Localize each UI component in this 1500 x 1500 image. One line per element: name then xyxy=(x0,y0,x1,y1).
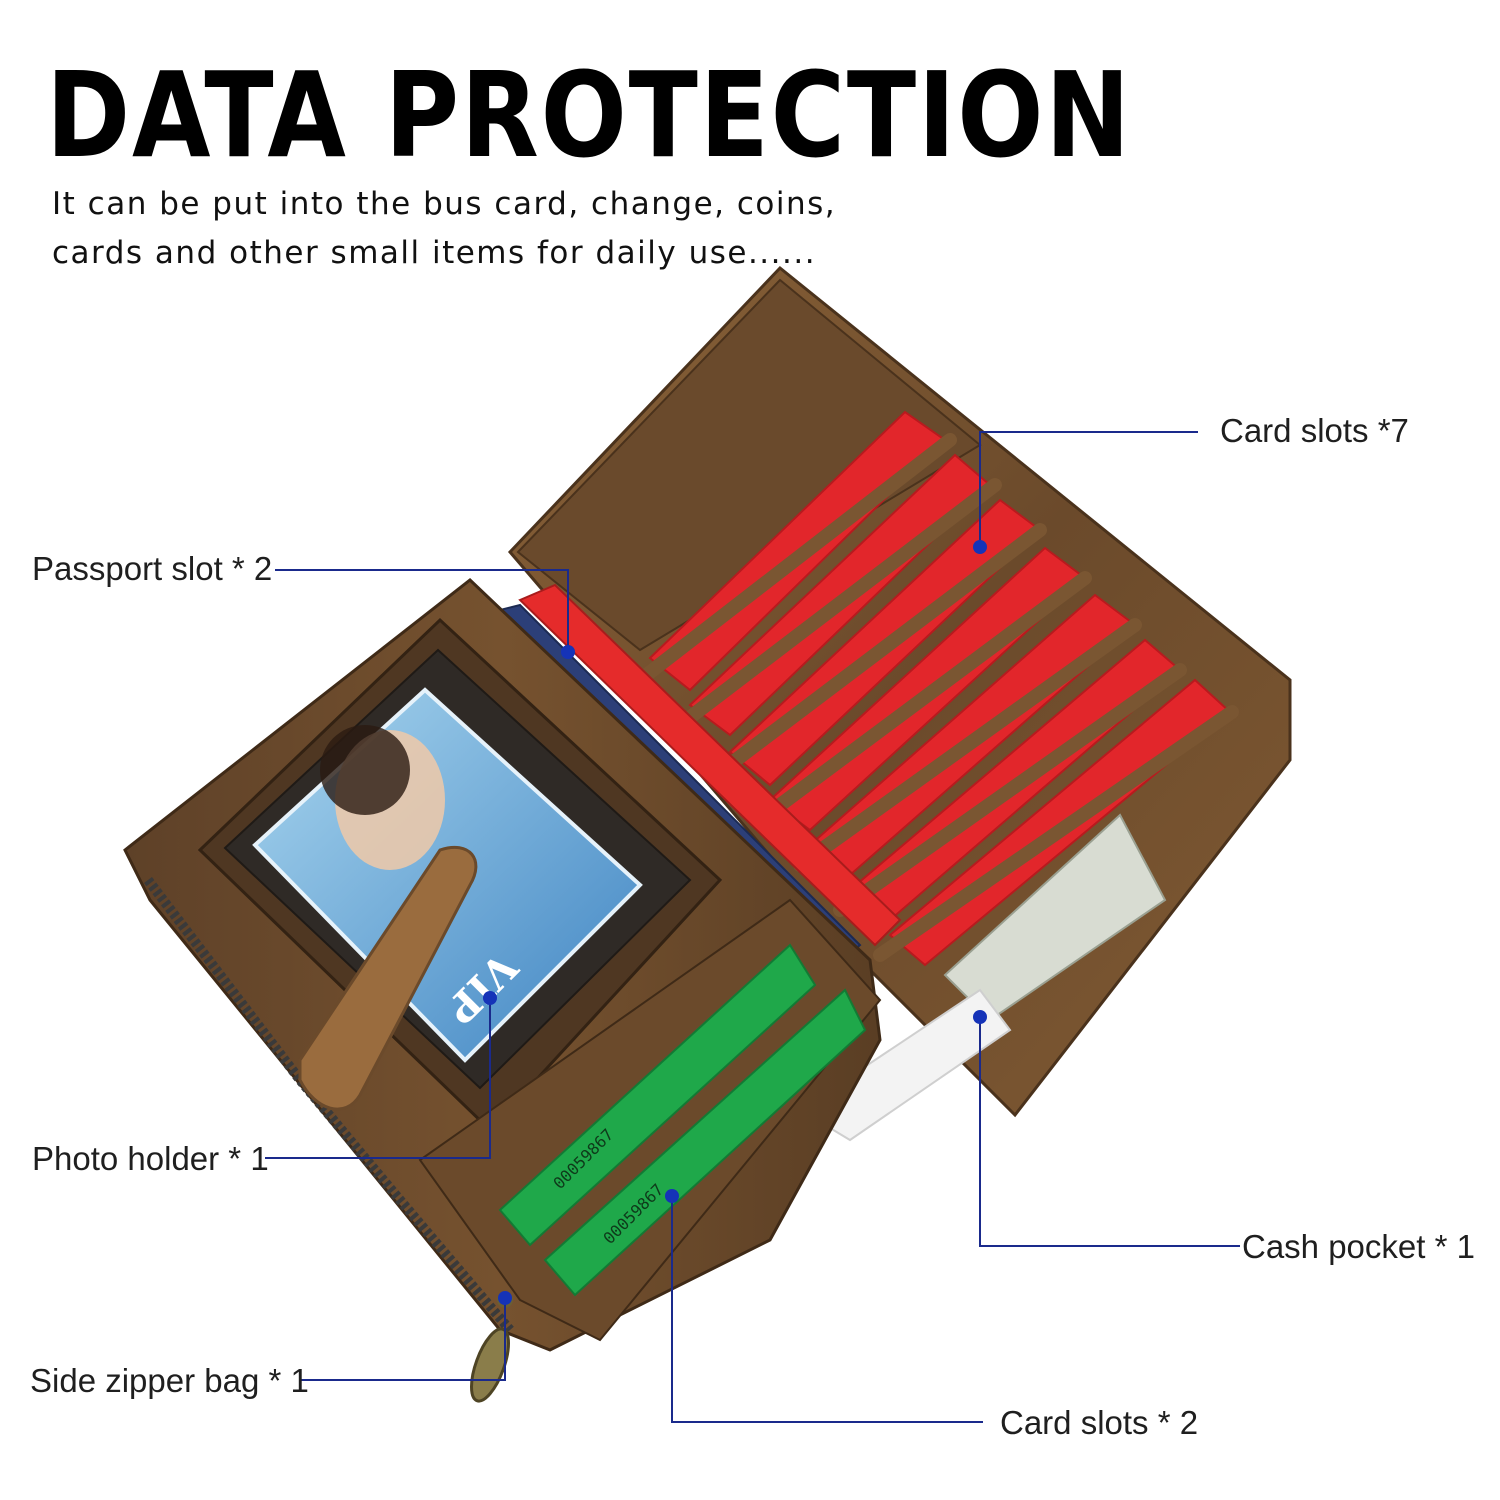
subtitle-line-1: It can be put into the bus card, change,… xyxy=(52,186,837,222)
label-passport-slot: Passport slot * 2 xyxy=(32,550,273,587)
green-card-2 xyxy=(543,988,867,1297)
label-card-slots-7: Card slots *7 xyxy=(1220,412,1409,449)
snap-strap xyxy=(298,845,478,1111)
card-slot-stitching xyxy=(633,433,1239,962)
leader-lines xyxy=(265,431,1240,1423)
dot-photo-holder xyxy=(483,991,497,1005)
dot-cash-pocket xyxy=(973,1010,987,1024)
leader-side-zipper xyxy=(300,1298,506,1381)
label-cash-pocket: Cash pocket * 1 xyxy=(1242,1228,1475,1265)
label-side-zipper: Side zipper bag * 1 xyxy=(30,1362,309,1399)
dot-passport-slot xyxy=(561,645,575,659)
dot-card-slots-2 xyxy=(665,1189,679,1203)
leader-card-slots-7 xyxy=(979,431,1198,547)
leader-dots xyxy=(483,540,987,1305)
leader-photo-holder xyxy=(265,998,491,1159)
photo-hair xyxy=(320,725,410,815)
dot-card-slots-7 xyxy=(973,540,987,554)
page-title: DATA PROTECTION xyxy=(46,46,1132,184)
leader-cash-pocket xyxy=(979,1017,1240,1247)
label-photo-holder: Photo holder * 1 xyxy=(32,1140,269,1177)
leader-card-slots-2 xyxy=(671,1196,983,1423)
label-card-slots-2: Card slots * 2 xyxy=(1000,1404,1199,1441)
leader-passport-slot xyxy=(275,569,569,652)
green-card-1 xyxy=(498,943,817,1247)
zipper-edge xyxy=(144,876,514,1334)
white-paper xyxy=(798,988,1012,1142)
passport-red xyxy=(518,583,902,947)
subtitle-line-2: cards and other small items for daily us… xyxy=(52,235,817,271)
dot-side-zipper xyxy=(498,1291,512,1305)
